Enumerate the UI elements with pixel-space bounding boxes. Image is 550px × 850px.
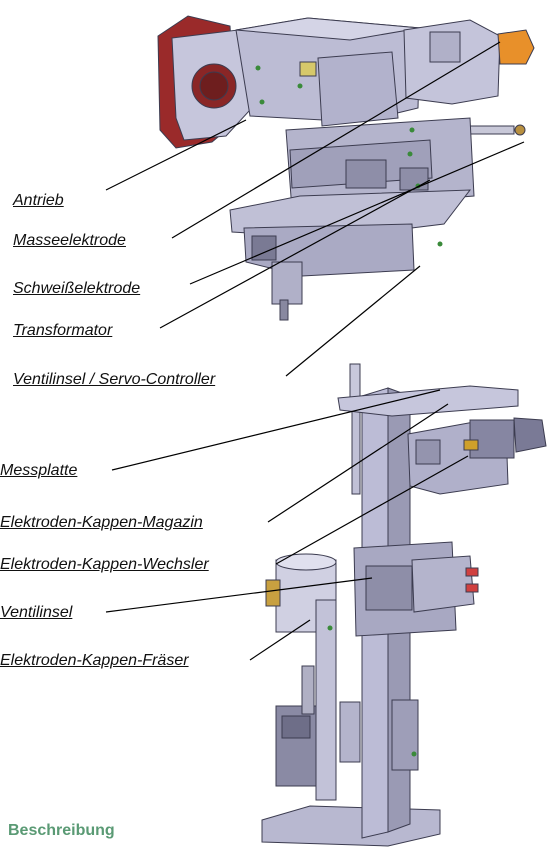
leader-masseelektrode	[171, 41, 501, 239]
label-kappen-wechsler: Elektroden-Kappen-Wechsler	[0, 556, 209, 573]
leader-messplatte	[111, 389, 441, 471]
dresser-column	[315, 599, 337, 801]
orange-part	[497, 29, 535, 65]
leader-lines	[105, 41, 525, 661]
leader-ventilinsel-servo	[285, 265, 421, 377]
leader-kappen-fraeser	[249, 619, 311, 661]
label-ventilinsel: Ventilinsel	[0, 604, 73, 621]
column-base-plate	[261, 805, 441, 847]
leader-kappen-wechsler	[275, 455, 469, 565]
changer-motor	[469, 419, 515, 459]
leader-kappen-magazin	[267, 403, 449, 523]
label-transformator: Transformator	[13, 322, 113, 339]
label-schweisselektrode: Schweißelektrode	[13, 280, 141, 297]
leader-ventilinsel	[105, 577, 373, 613]
filter-regulator	[391, 699, 419, 771]
label-masseelektrode: Masseelektrode	[13, 232, 126, 249]
label-kappen-magazin: Elektroden-Kappen-Magazin	[0, 514, 203, 531]
section-heading: Beschreibung	[8, 822, 115, 839]
welding-gun-assembly	[157, 15, 535, 321]
pneumatic-cylinder	[301, 665, 315, 715]
label-messplatte: Messplatte	[0, 462, 78, 479]
label-antrieb: Antrieb	[13, 192, 64, 209]
leader-transformator	[159, 179, 431, 329]
measuring-plate-arm	[337, 385, 519, 417]
label-ventilinsel-servo: Ventilinsel / Servo-Controller	[13, 371, 216, 388]
center-block	[317, 51, 399, 127]
electrode-tip	[271, 261, 303, 305]
valve-island	[365, 565, 413, 611]
column-assembly	[261, 363, 547, 847]
side-post	[351, 399, 361, 495]
leader-schweisselektrode	[189, 141, 525, 285]
label-kappen-fraeser: Elektroden-Kappen-Fräser	[0, 652, 189, 669]
leader-antrieb	[105, 119, 247, 191]
